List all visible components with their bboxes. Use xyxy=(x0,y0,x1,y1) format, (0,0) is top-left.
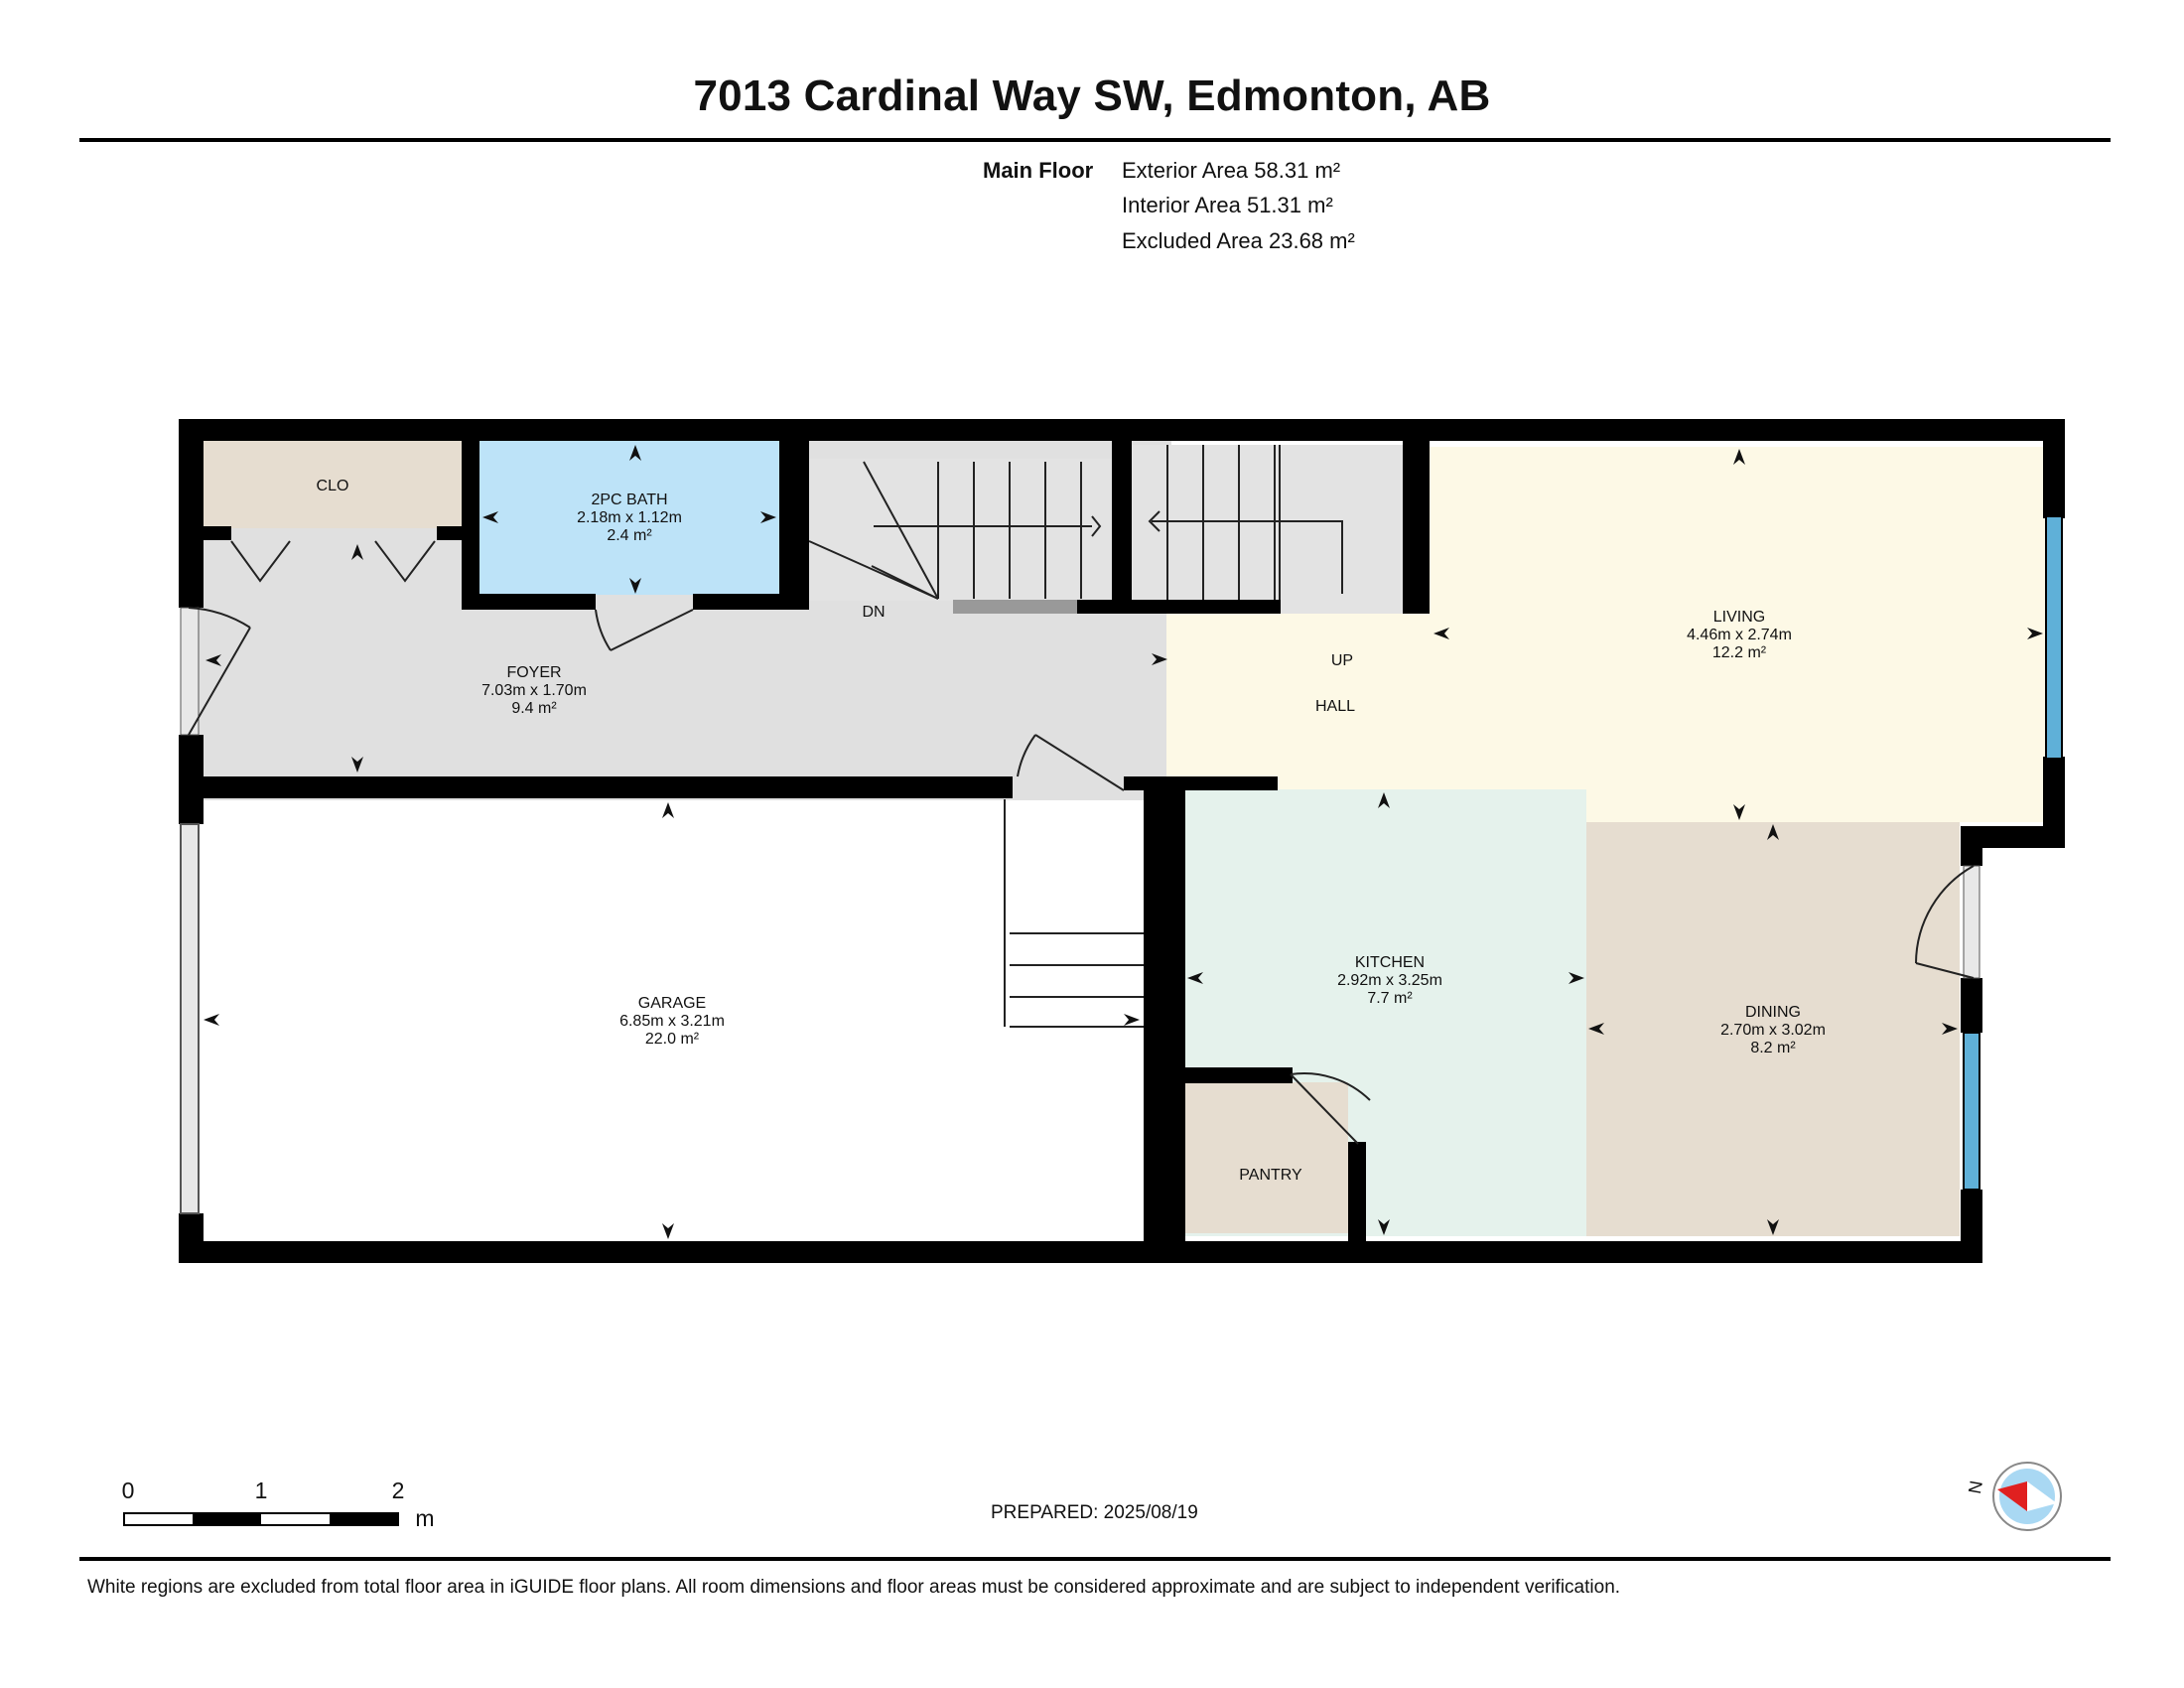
walls xyxy=(179,419,2065,1263)
living-window xyxy=(2045,515,2063,760)
stair-landing-bar xyxy=(953,600,1077,614)
footer-divider xyxy=(79,1557,2111,1561)
header-divider xyxy=(79,138,2111,142)
room-garage-area: 22.0 m² xyxy=(645,1031,700,1048)
room-living-dims: 4.46m x 2.74m xyxy=(1687,627,1792,643)
entry-door-opening xyxy=(180,607,200,736)
room-living-name: LIVING xyxy=(1713,609,1765,626)
interior-area: Interior Area 51.31 m² xyxy=(1122,193,1333,217)
exterior-area: Exterior Area 58.31 m² xyxy=(1122,158,1341,183)
scale-bar xyxy=(123,1512,399,1526)
stair-up-area xyxy=(1132,445,1403,614)
room-kitchen-area: 7.7 m² xyxy=(1367,990,1413,1007)
scale-unit: m xyxy=(415,1505,434,1531)
closet-fill xyxy=(204,441,462,528)
room-bath-dims: 2.18m x 1.12m xyxy=(577,509,682,526)
room-bath-area: 2.4 m² xyxy=(607,527,652,544)
stair-down-label: DN xyxy=(862,604,885,621)
dining-door-opening xyxy=(1963,865,1980,979)
scale-tick-2: 2 xyxy=(392,1477,405,1503)
room-pantry-name: PANTRY xyxy=(1239,1167,1302,1184)
dining-fill xyxy=(1586,822,1960,1236)
room-garage-dims: 6.85m x 3.21m xyxy=(619,1013,725,1030)
room-dining-name: DINING xyxy=(1745,1004,1801,1021)
stair-down-area xyxy=(809,459,1112,601)
room-kitchen-dims: 2.92m x 3.25m xyxy=(1337,972,1442,989)
hall-fill xyxy=(1166,612,1434,800)
room-bath-name: 2PC BATH xyxy=(591,492,667,508)
room-hall-name: HALL xyxy=(1315,698,1355,715)
room-garage-name: GARAGE xyxy=(638,995,706,1012)
room-foyer-dims: 7.03m x 1.70m xyxy=(481,682,587,699)
compass-icon: N xyxy=(1965,1462,2062,1531)
garage-door xyxy=(180,823,200,1214)
room-clo-name: CLO xyxy=(317,478,349,494)
pantry-fill xyxy=(1181,1082,1348,1233)
dimension-arrows xyxy=(204,445,2043,1239)
door-swings xyxy=(188,540,1975,1145)
floor-name: Main Floor xyxy=(983,158,1094,183)
dining-window xyxy=(1963,1032,1980,1191)
room-kitchen-name: KITCHEN xyxy=(1355,954,1425,971)
scale-tick-0: 0 xyxy=(122,1477,135,1503)
prepared-date: PREPARED: 2025/08/19 xyxy=(991,1502,1198,1523)
room-labels: CLO 2PC BATH 2.18m x 1.12m 2.4 m² FOYER … xyxy=(317,478,1826,1184)
page-title: 7013 Cardinal Way SW, Edmonton, AB xyxy=(693,71,1491,120)
scale-labels: 0 1 2 m xyxy=(122,1477,435,1531)
scale-tick-1: 1 xyxy=(255,1477,268,1503)
living-fill xyxy=(1430,447,2047,822)
room-living-area: 12.2 m² xyxy=(1712,644,1767,661)
room-dining-dims: 2.70m x 3.02m xyxy=(1720,1022,1826,1039)
garage-stairs xyxy=(1004,799,1144,1028)
stair-up-label: UP xyxy=(1331,652,1353,669)
excluded-area: Excluded Area 23.68 m² xyxy=(1122,228,1355,253)
disclaimer: White regions are excluded from total fl… xyxy=(87,1577,1621,1598)
stair-treads xyxy=(808,445,1343,614)
compass-north-label: N xyxy=(1965,1479,1986,1495)
room-foyer-area: 9.4 m² xyxy=(511,700,557,717)
room-foyer-name: FOYER xyxy=(506,664,561,681)
bath-fill xyxy=(478,441,779,595)
room-dining-area: 8.2 m² xyxy=(1750,1040,1796,1056)
